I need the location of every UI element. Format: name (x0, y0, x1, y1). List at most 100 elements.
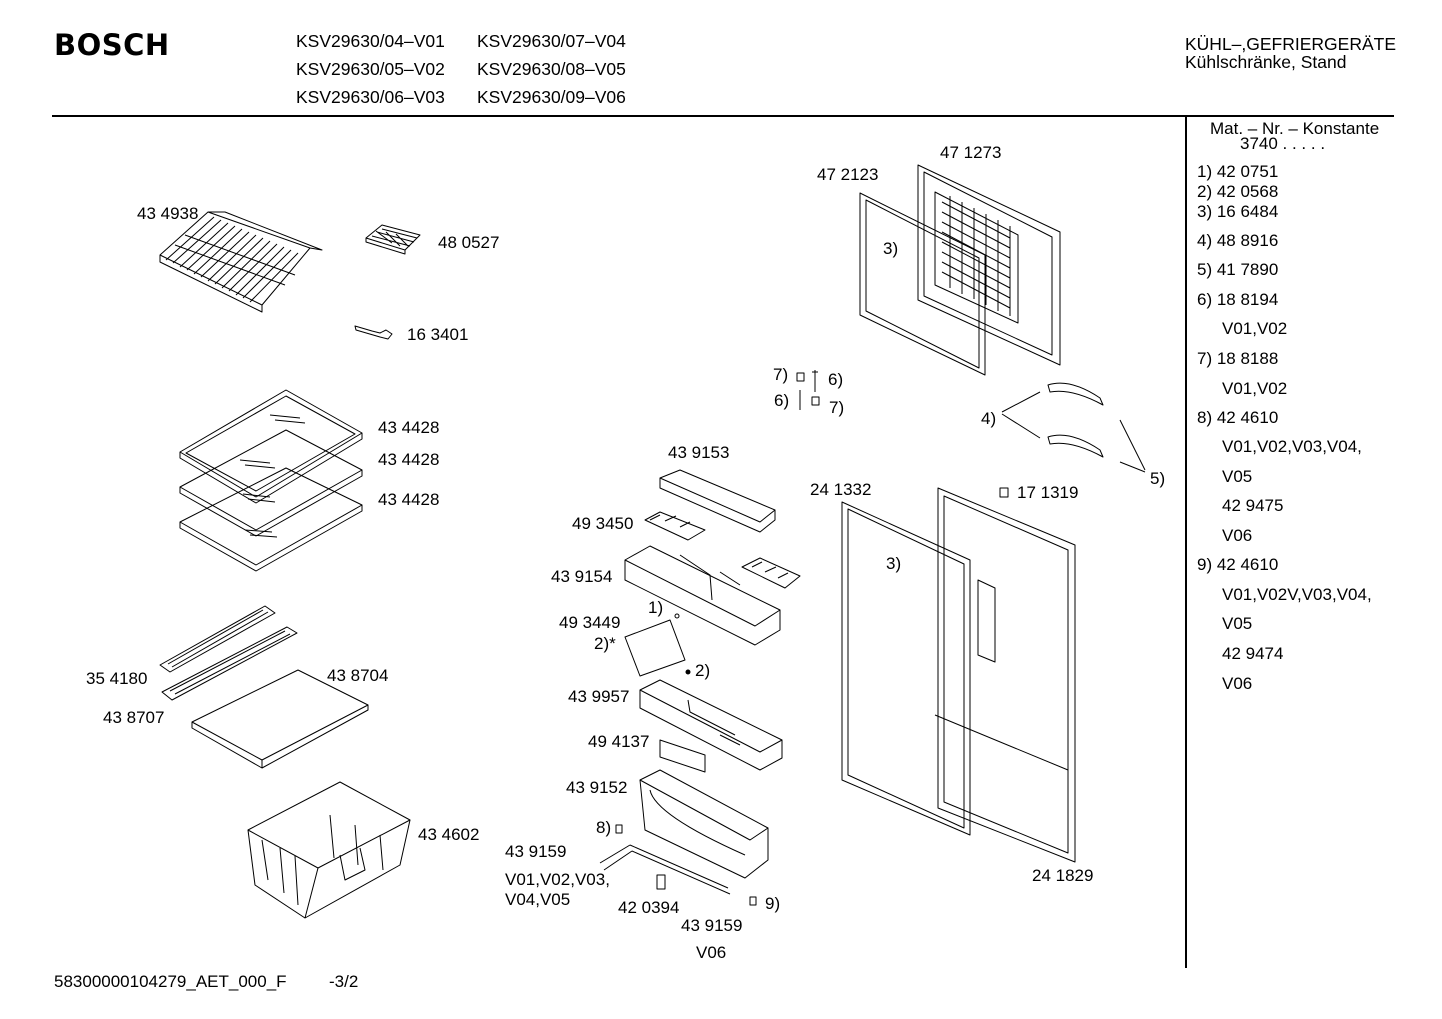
callout-marker: 4) (981, 409, 997, 428)
part-label: 43 4428 (378, 450, 440, 469)
hinge-pin-drawing (797, 370, 819, 410)
part-label: 43 4602 (418, 825, 480, 844)
sidebar-entry: V05 (1222, 614, 1253, 633)
sidebar-entry: V01,V02,V03,V04, (1222, 437, 1362, 456)
bottle-bin-drawing (640, 770, 768, 878)
clip-drawing (750, 897, 756, 905)
callout-marker: 7) (829, 398, 845, 417)
egg-tray-drawing (645, 512, 705, 540)
part-label: 16 3401 (407, 325, 469, 344)
glass-shelf-drawing (180, 468, 362, 571)
sidebar-entry: V05 (1222, 467, 1253, 486)
part-label: 49 4137 (588, 732, 650, 751)
fridge-door-drawing (935, 488, 1075, 862)
model-number: KSV29630/08–V05 (477, 59, 626, 79)
clip-drawing (616, 825, 622, 833)
brand-logo: BOSCH (54, 28, 170, 62)
door-handle-drawing (1002, 383, 1145, 472)
part-label: 47 1273 (940, 143, 1002, 162)
door-bin-drawing (660, 470, 775, 532)
callout-marker: 7) (773, 365, 789, 384)
sidebar-divider (1185, 117, 1187, 968)
callout-marker: 6) (774, 391, 790, 410)
part-variant-label: V04,V05 (505, 890, 571, 909)
callout-marker: 3) (886, 554, 902, 573)
header-divider (52, 115, 1394, 117)
part-label: 43 9159 (505, 842, 567, 861)
retainer-bar-drawing (600, 845, 730, 894)
sidebar-entry: V06 (1222, 526, 1253, 545)
sidebar-entry: 4) 48 8916 (1197, 231, 1279, 250)
part-label: 49 3450 (572, 514, 634, 533)
callout-marker: 8) (596, 818, 612, 837)
shelf-rail-drawing (160, 606, 297, 700)
sidebar-entry: V01,V02V,V03,V04, (1222, 585, 1372, 604)
model-number: KSV29630/09–V06 (477, 87, 626, 107)
sidebar-entry: V01,V02 (1222, 319, 1288, 338)
sidebar-entry: 2) 42 0568 (1197, 182, 1279, 201)
part-variant-label: V01,V02,V03, (505, 870, 610, 889)
ice-tray-drawing (366, 225, 420, 254)
sidebar-entry: V06 (1222, 674, 1253, 693)
sidebar-entry: V01,V02 (1222, 379, 1288, 398)
part-label: 49 3449 (559, 613, 621, 632)
sidebar-title: Mat. – Nr. – Konstante (1210, 119, 1380, 138)
freezer-gasket-drawing (860, 193, 985, 375)
door-flap-drawing (625, 614, 690, 676)
sidebar-entry: 42 9474 (1222, 644, 1284, 663)
part-label: 43 8707 (103, 708, 165, 727)
part-label: 43 4428 (378, 490, 440, 509)
part-label: 43 9152 (566, 778, 628, 797)
part-label: 24 1829 (1032, 866, 1094, 885)
sidebar-entry: 6) 18 8194 (1197, 290, 1279, 309)
part-variant-label: V06 (696, 943, 727, 962)
part-label: 24 1332 (810, 480, 872, 499)
part-label: 35 4180 (86, 669, 148, 688)
ice-scraper-drawing (355, 326, 392, 339)
callout-marker: 1) (648, 598, 664, 617)
part-label: 42 0394 (618, 898, 680, 917)
part-label: 43 9957 (568, 687, 630, 706)
part-label: 43 9153 (668, 443, 730, 462)
sidebar-entry: 5) 41 7890 (1197, 260, 1279, 279)
callout-marker: 3) (883, 239, 899, 258)
callout-marker: 2) (695, 661, 711, 680)
callout-marker: 5) (1150, 469, 1166, 488)
freezer-door-drawing (918, 165, 1060, 365)
wire-shelf-drawing (160, 212, 322, 312)
model-number: KSV29630/06–V03 (296, 87, 445, 107)
callout-marker: 6) (828, 370, 844, 389)
part-label: 43 4938 (137, 204, 199, 223)
callout-marker: 9) (765, 894, 781, 913)
part-label: 43 8704 (327, 666, 389, 685)
part-label: 43 9154 (551, 567, 613, 586)
callout-marker: 2)* (594, 634, 616, 653)
page-number: -3/2 (329, 972, 359, 991)
part-label: 17 1319 (1017, 483, 1079, 502)
sidebar-entry: 7) 18 8188 (1197, 349, 1279, 368)
sidebar-entry: 9) 42 4610 (1197, 555, 1279, 574)
category-subtitle: Kühlschränke, Stand (1185, 52, 1347, 72)
sidebar-constant: 3740 . . . . . (1240, 134, 1326, 153)
model-number: KSV29630/05–V02 (296, 59, 445, 79)
glass-shelf-drawing (180, 390, 362, 503)
glass-shelf-drawing (180, 430, 362, 536)
label-strip-drawing (660, 740, 705, 772)
clip-drawing (1000, 488, 1008, 497)
part-label: 48 0527 (438, 233, 500, 252)
part-label: 47 2123 (817, 165, 879, 184)
model-number: KSV29630/07–V04 (477, 31, 626, 51)
sidebar-entry: 3) 16 6484 (1197, 202, 1279, 221)
document-id: 58300000104279_AET_000_F (54, 972, 287, 991)
egg-tray-drawing (742, 558, 800, 588)
crisper-drawer-drawing (248, 782, 410, 918)
sidebar-entry: 1) 42 0751 (1197, 162, 1279, 181)
category-title: KÜHL–,GEFRIERGERÄTE (1185, 34, 1397, 54)
door-gasket-drawing (842, 502, 970, 835)
part-label: 43 9159 (681, 916, 743, 935)
door-bin-drawing (625, 546, 780, 645)
door-bin-drawing (640, 680, 782, 770)
sidebar-entry: 42 9475 (1222, 496, 1284, 515)
crisper-cover-drawing (192, 670, 368, 768)
